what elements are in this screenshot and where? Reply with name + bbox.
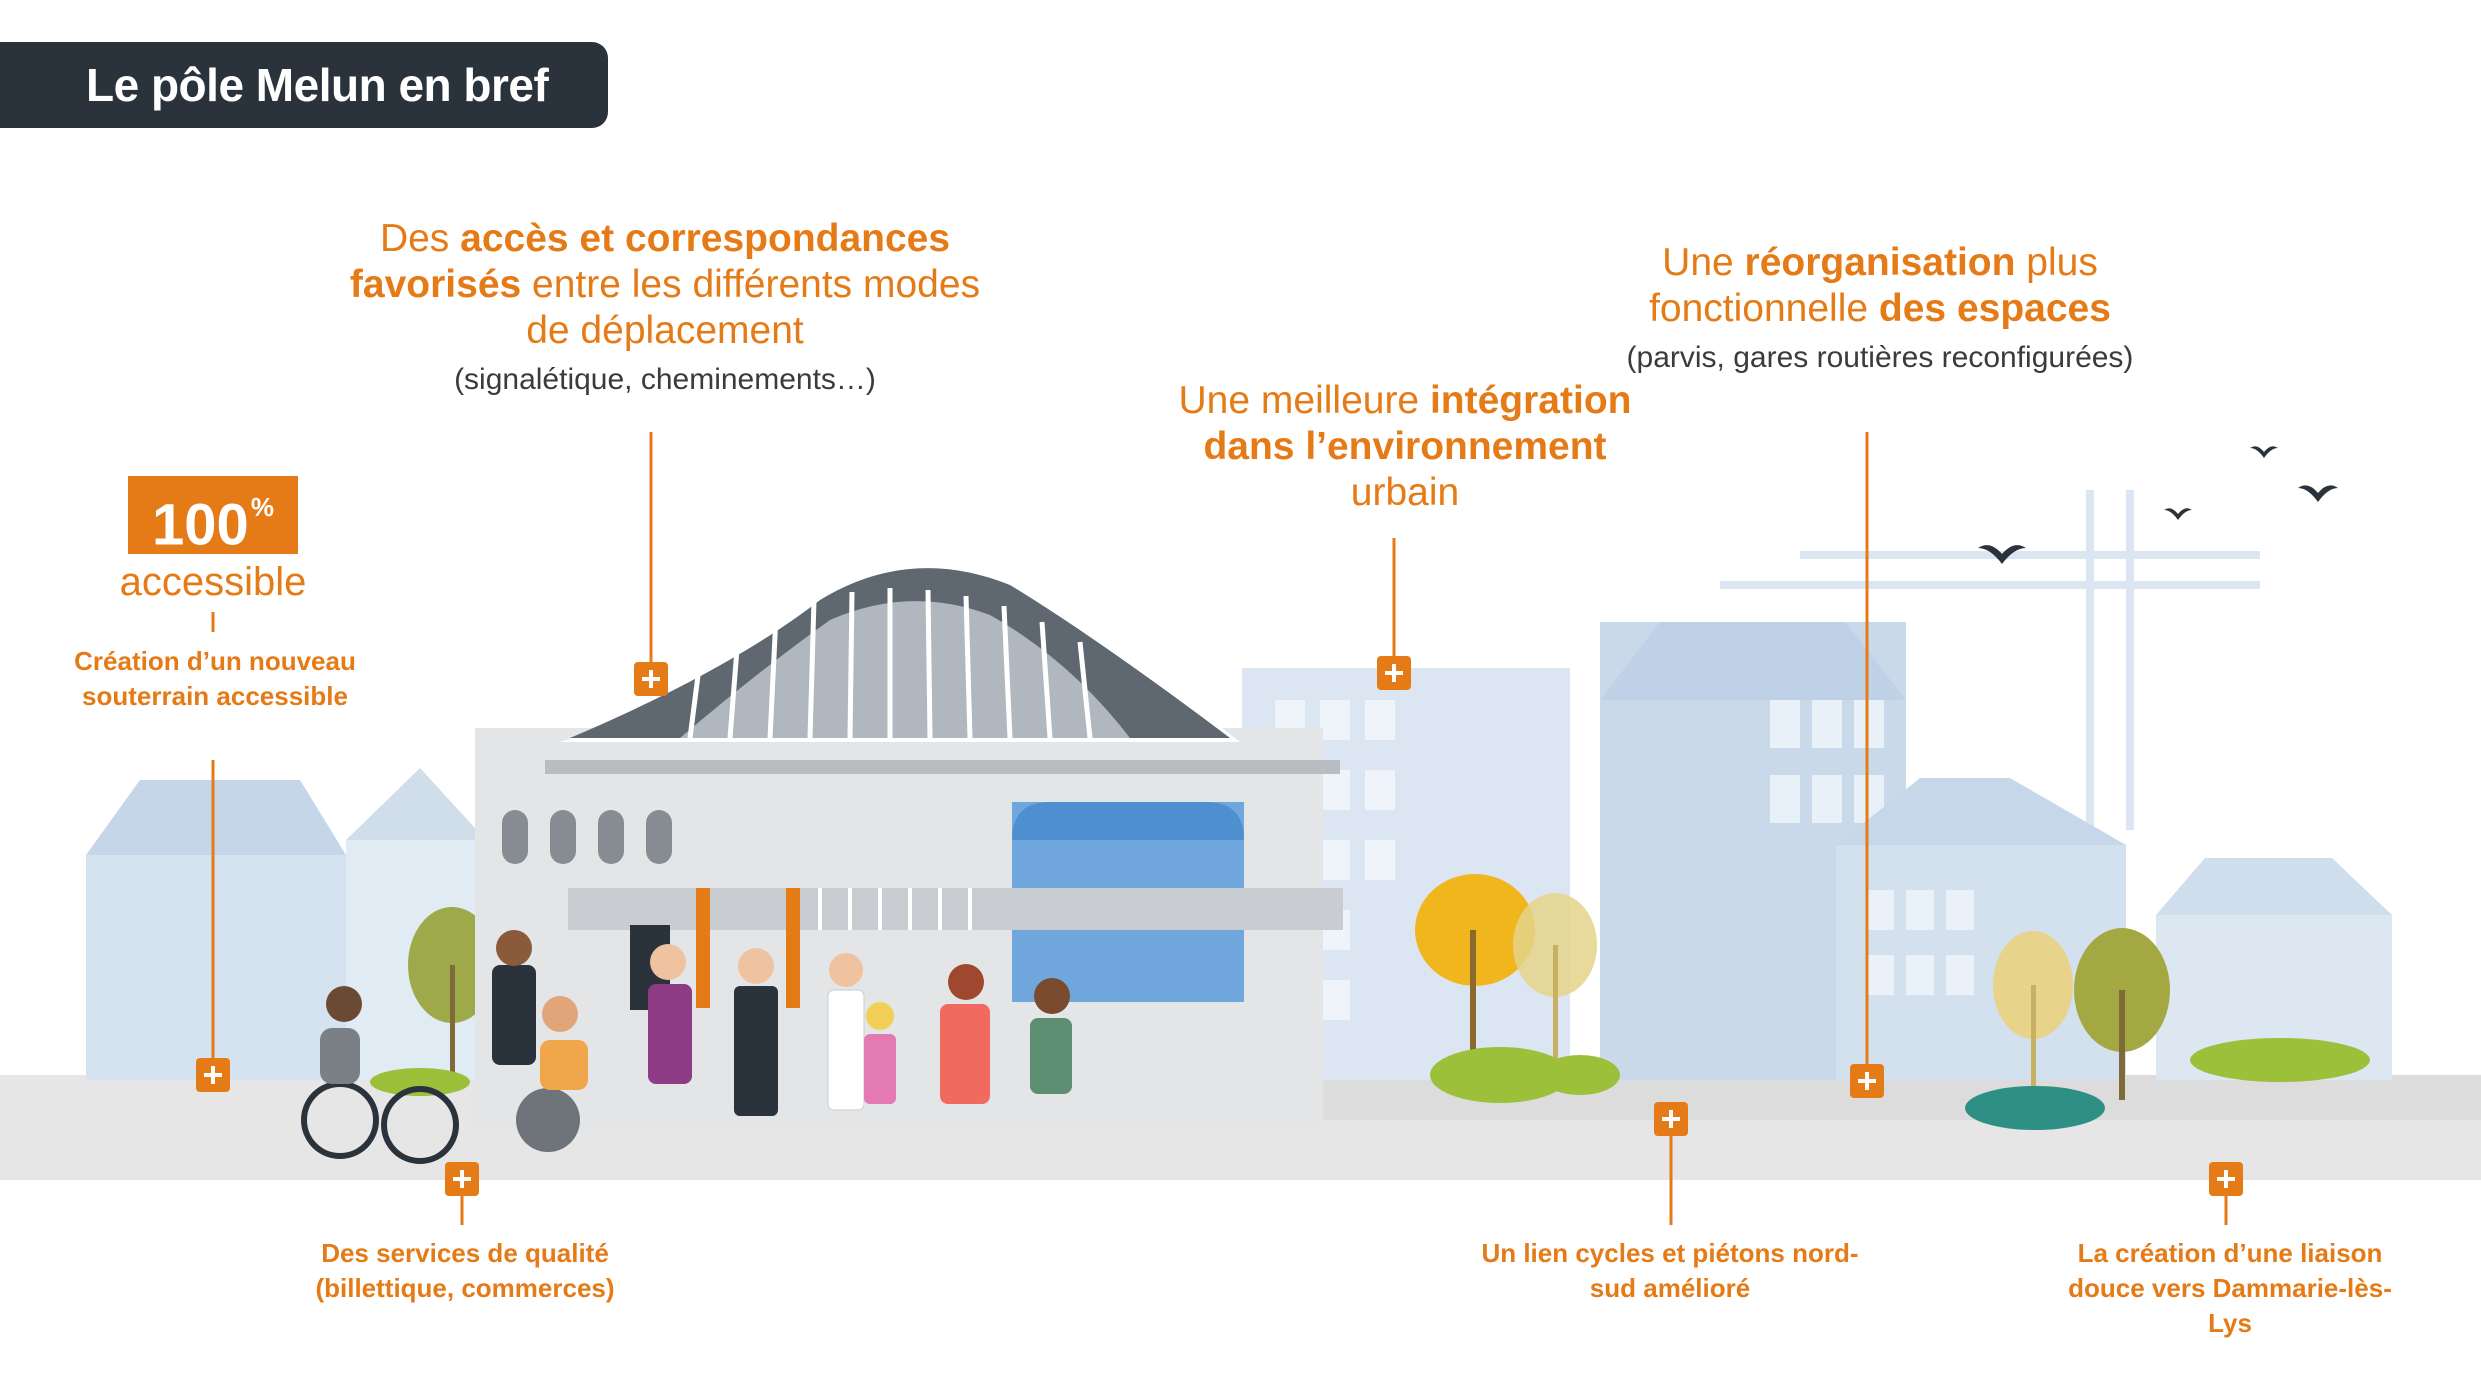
crane bbox=[1720, 490, 2260, 830]
badge-unit: % bbox=[250, 492, 274, 522]
label-lien: Un lien cycles et piétons nord-sud améli… bbox=[1481, 1238, 1859, 1304]
plus-icon-reorganisation bbox=[1850, 1064, 1884, 1098]
connector-lines bbox=[211, 432, 2228, 1225]
callout-integration-bold: intégration dans l’environnement bbox=[1203, 379, 1632, 469]
plus-icon-services bbox=[445, 1162, 479, 1196]
plus-icon-access bbox=[634, 662, 668, 696]
plus-icon-integration bbox=[1377, 656, 1411, 690]
badge-label: accessible bbox=[119, 560, 307, 604]
birds bbox=[1978, 446, 2338, 564]
plus-icon-liaison bbox=[2209, 1162, 2243, 1196]
label-souterrain: Création d’un nouveau souterrain accessi… bbox=[74, 646, 356, 712]
left-buildings bbox=[86, 768, 486, 1080]
callout-reorg-text-2: plus fonctionnelle bbox=[1649, 241, 2098, 331]
plus-icon-souterrain bbox=[196, 1058, 230, 1092]
badge-value: 100 bbox=[152, 492, 249, 558]
station-building bbox=[475, 568, 1343, 1130]
callout-reorganisation: Une réorganisation plus fonctionnelle de… bbox=[1560, 240, 2200, 375]
callout-access-text-1: Des bbox=[379, 217, 461, 260]
callout-reorg-bold-2: des espaces bbox=[1878, 287, 2111, 331]
label-services: Des services de qualité (billettique, co… bbox=[315, 1238, 615, 1304]
roof-ribs bbox=[687, 588, 1093, 739]
callout-access-bold-1: accès et correspondances bbox=[460, 217, 951, 260]
callout-reorg-bold-1: réorganisation bbox=[1744, 241, 2016, 284]
callout-access: Des accès et correspondances favorisés e… bbox=[330, 216, 1000, 397]
right-buildings bbox=[1242, 490, 2392, 1080]
trees bbox=[370, 874, 2370, 1130]
title-tab: Le pôle Melun en bref bbox=[0, 42, 608, 128]
callout-integration: Une meilleure intégration dans l’environ… bbox=[1160, 378, 1650, 516]
people bbox=[301, 930, 1072, 1164]
plus-icon-lien bbox=[1654, 1102, 1688, 1136]
callout-reorg-sub: (parvis, gares routières reconfigurées) bbox=[1626, 341, 2134, 375]
label-liaison: La création d’une liaison douce vers Dam… bbox=[2068, 1238, 2392, 1339]
callout-access-bold-2: favorisés bbox=[349, 263, 522, 307]
callout-integration-text-2: urbain bbox=[1350, 471, 1460, 515]
callout-access-sub: (signalétique, cheminements…) bbox=[454, 363, 876, 397]
accessibility-badge: 100% bbox=[128, 476, 298, 558]
callout-integration-text-1: Une meilleure bbox=[1178, 379, 1430, 422]
callout-access-text-2: entre les différents modes de déplacemen… bbox=[521, 263, 981, 353]
page-title: Le pôle Melun en bref bbox=[86, 59, 549, 111]
callout-reorg-text-1: Une bbox=[1662, 241, 1745, 284]
